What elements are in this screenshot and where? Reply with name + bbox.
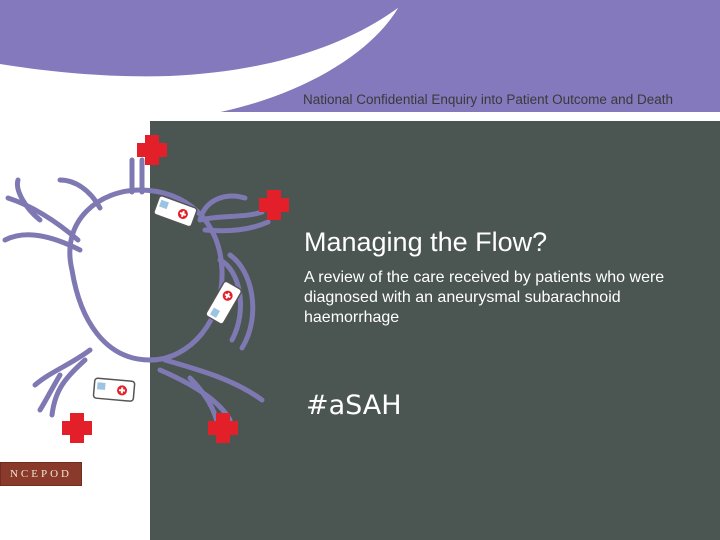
hospital-cross-icon: [259, 190, 289, 220]
organisation-name: National Confidential Enquiry into Patie…: [303, 92, 673, 107]
header-band: [0, 0, 720, 120]
ambulance-icon: [92, 377, 136, 402]
ambulance-icon: [205, 280, 242, 325]
slide-subtitle: A review of the care received by patient…: [304, 269, 665, 326]
hospital-cross-icon: [208, 413, 238, 443]
logo-text: NCEPOD: [9, 468, 72, 480]
hospital-cross-icon: [62, 413, 92, 443]
vessel-illustration: [2, 135, 289, 443]
slide-title: Managing the Flow?: [304, 227, 548, 257]
content-panel: [150, 121, 720, 540]
ambulance-icon: [153, 195, 198, 228]
ncepod-logo: NCEPOD: [0, 462, 82, 486]
hospital-cross-icon: [137, 135, 167, 165]
slide-hashtag: #aSAH: [306, 390, 402, 421]
